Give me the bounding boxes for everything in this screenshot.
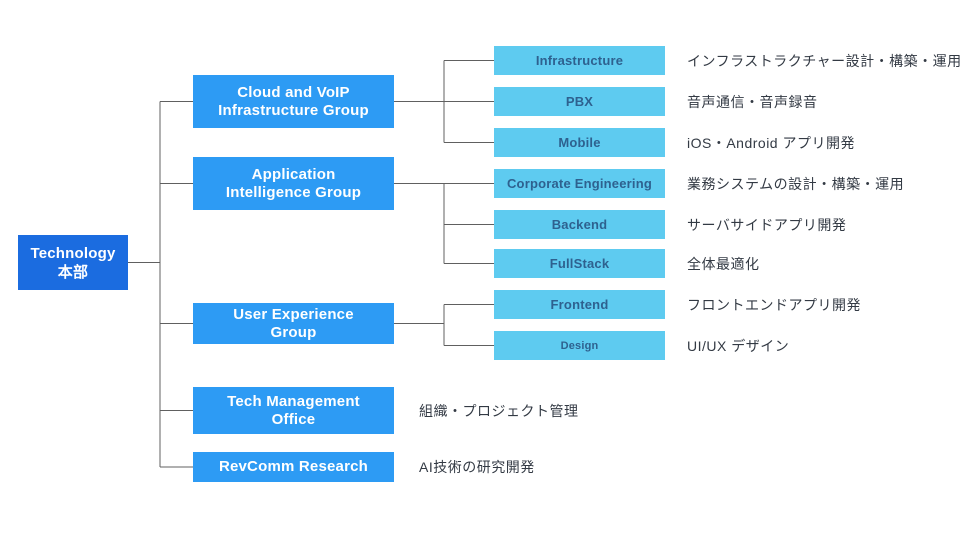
team-label: Mobile (558, 135, 601, 150)
group-label-line1: RevComm Research (218, 458, 369, 475)
root-label-line1: Technology (30, 244, 116, 262)
connector-user-experience-fan (394, 304, 494, 346)
connector-trunk (128, 101, 193, 468)
group-box-user-experience: User Experience Group (193, 303, 394, 344)
group-box-tech-management-office: Tech Management Office (193, 387, 394, 434)
team-label: FullStack (549, 256, 610, 271)
group-label-line1: Cloud and VoIP (237, 83, 350, 101)
team-box-fullstack: FullStack (494, 249, 665, 278)
team-box-backend: Backend (494, 210, 665, 239)
team-description-backend: サーバサイドアプリ開発 (687, 216, 847, 233)
team-description-fullstack: 全体最適化 (687, 255, 760, 272)
team-description-corporate-engineering: 業務システムの設計・構築・運用 (687, 175, 905, 192)
group-label-line1: Application (251, 165, 336, 183)
group-label-line2: Group (270, 323, 317, 341)
team-description-infrastructure: インフラストラクチャー設計・構築・運用 (687, 52, 960, 69)
team-box-frontend: Frontend (494, 290, 665, 319)
group-box-application-intelligence: Application Intelligence Group (193, 157, 394, 210)
team-description-pbx: 音声通信・音声録音 (687, 93, 818, 110)
group-label-line2: Office (271, 410, 316, 428)
group-label-line1: Tech Management (227, 392, 360, 410)
team-box-corporate-engineering: Corporate Engineering (494, 169, 665, 198)
group-label-line2: Intelligence Group (225, 183, 362, 201)
team-label: Infrastructure (535, 53, 624, 68)
team-description-frontend: フロントエンドアプリ開発 (687, 296, 861, 313)
team-description-mobile: iOS・Android アプリ開発 (687, 134, 855, 151)
team-box-mobile: Mobile (494, 128, 665, 157)
group-description-revcomm-research: AI技術の研究開発 (419, 459, 535, 475)
team-description-design: UI/UX デザイン (687, 337, 790, 354)
group-box-revcomm-research: RevComm Research (193, 452, 394, 482)
team-box-pbx: PBX (494, 87, 665, 116)
connector-application-fan (394, 183, 494, 264)
team-label: Corporate Engineering (506, 176, 653, 191)
group-box-cloud-voip-infrastructure: Cloud and VoIP Infrastructure Group (193, 75, 394, 128)
root-label-line2: 本部 (57, 263, 89, 281)
team-label: Backend (551, 217, 608, 232)
team-box-design: Design (494, 331, 665, 360)
group-label-line2: Infrastructure Group (218, 101, 369, 119)
group-description-tech-management-office: 組織・プロジェクト管理 (419, 402, 579, 419)
team-box-infrastructure: Infrastructure (494, 46, 665, 75)
group-label-line1: User Experience (233, 305, 354, 323)
team-label: Design (560, 339, 599, 352)
team-label: PBX (565, 94, 594, 109)
root-box-technology: Technology 本部 (18, 235, 128, 290)
connector-cloud-voip-fan (394, 60, 494, 143)
team-label: Frontend (550, 297, 609, 312)
